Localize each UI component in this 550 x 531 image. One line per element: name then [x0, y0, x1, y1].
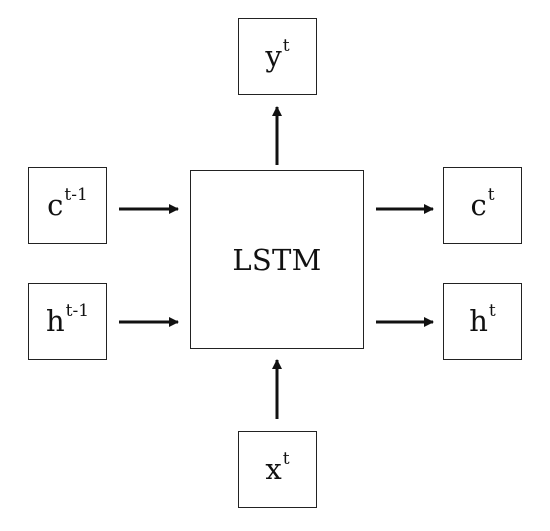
h-next-label: ht [469, 303, 496, 338]
c-next-superscript: t [487, 185, 495, 206]
x-input-label: xt [265, 451, 289, 486]
c-previous-base-text: c [47, 188, 64, 222]
h-next-superscript: t [488, 301, 496, 322]
c-previous-box: ct-1 [28, 167, 107, 244]
x-superscript: t [282, 449, 290, 470]
h-previous-box: ht-1 [28, 283, 107, 360]
h-previous-label: ht-1 [45, 303, 89, 338]
lstm-cell: LSTM [190, 170, 364, 349]
c-next-base-text: c [470, 188, 487, 222]
c-previous-superscript: t-1 [64, 185, 88, 206]
lstm-label: LSTM [232, 242, 322, 277]
h-previous-base-text: h [45, 304, 65, 338]
y-output-box: yt [238, 18, 317, 95]
c-next-label: ct [470, 187, 494, 222]
y-base-text: y [265, 39, 282, 73]
x-base-text: x [265, 452, 282, 486]
h-previous-superscript: t-1 [65, 301, 90, 322]
c-previous-label: ct-1 [47, 187, 88, 222]
c-next-box: ct [443, 167, 522, 244]
h-next-box: ht [443, 283, 522, 360]
y-output-label: yt [265, 38, 289, 73]
h-next-base-text: h [469, 304, 488, 338]
y-superscript: t [282, 36, 290, 57]
x-input-box: xt [238, 431, 317, 508]
